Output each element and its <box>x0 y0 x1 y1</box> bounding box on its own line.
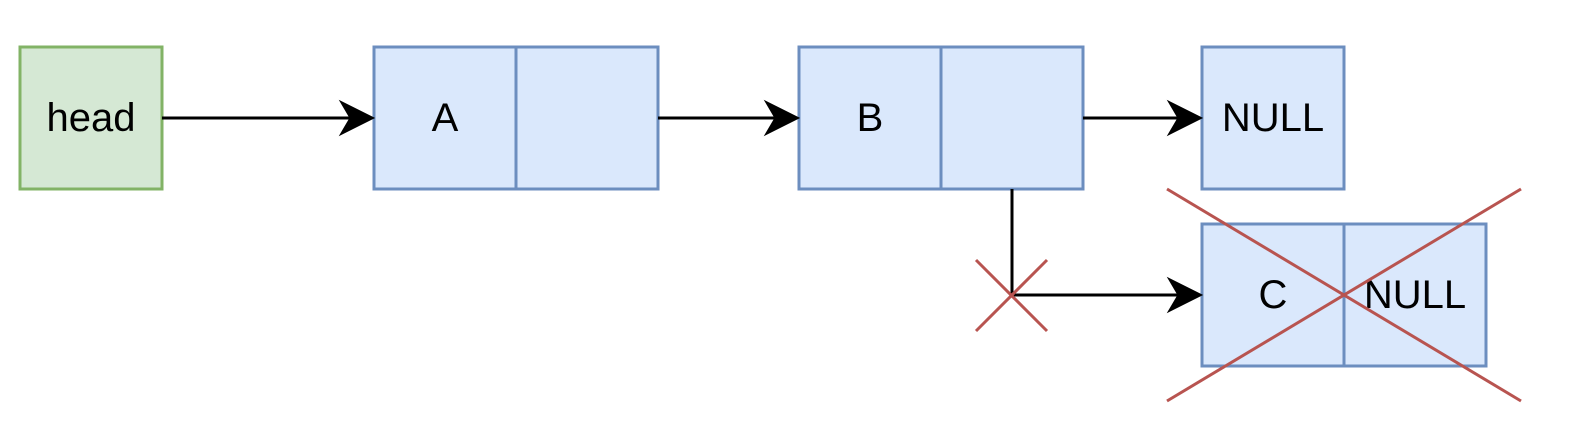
arrow-a-to-b <box>658 99 801 137</box>
head-node: head <box>18 45 164 191</box>
node-c-removed-cross-icon <box>1166 187 1522 403</box>
node-b-value-cell <box>797 45 943 191</box>
node-c: C NULL <box>1200 222 1488 368</box>
link-removed-cross-icon <box>974 258 1049 333</box>
null-node: NULL <box>1200 45 1346 191</box>
node-b-next-cell <box>939 45 1085 191</box>
node-b-value-label: B <box>857 96 884 140</box>
head-box <box>18 45 164 191</box>
arrow-b-to-c-removed <box>1010 189 1204 314</box>
arrow-head-to-a <box>162 99 376 137</box>
node-c-value-cell <box>1200 222 1346 368</box>
node-a-value-cell <box>372 45 518 191</box>
node-c-next-label: NULL <box>1364 273 1466 317</box>
node-a: A <box>372 45 660 191</box>
node-a-value-label: A <box>432 96 459 140</box>
null-label: NULL <box>1222 96 1324 140</box>
head-label: head <box>47 96 136 140</box>
null-box <box>1200 45 1346 191</box>
node-c-value-label: C <box>1259 273 1288 317</box>
arrow-b-to-null <box>1083 99 1204 137</box>
node-a-next-cell <box>514 45 660 191</box>
node-b: B <box>797 45 1085 191</box>
